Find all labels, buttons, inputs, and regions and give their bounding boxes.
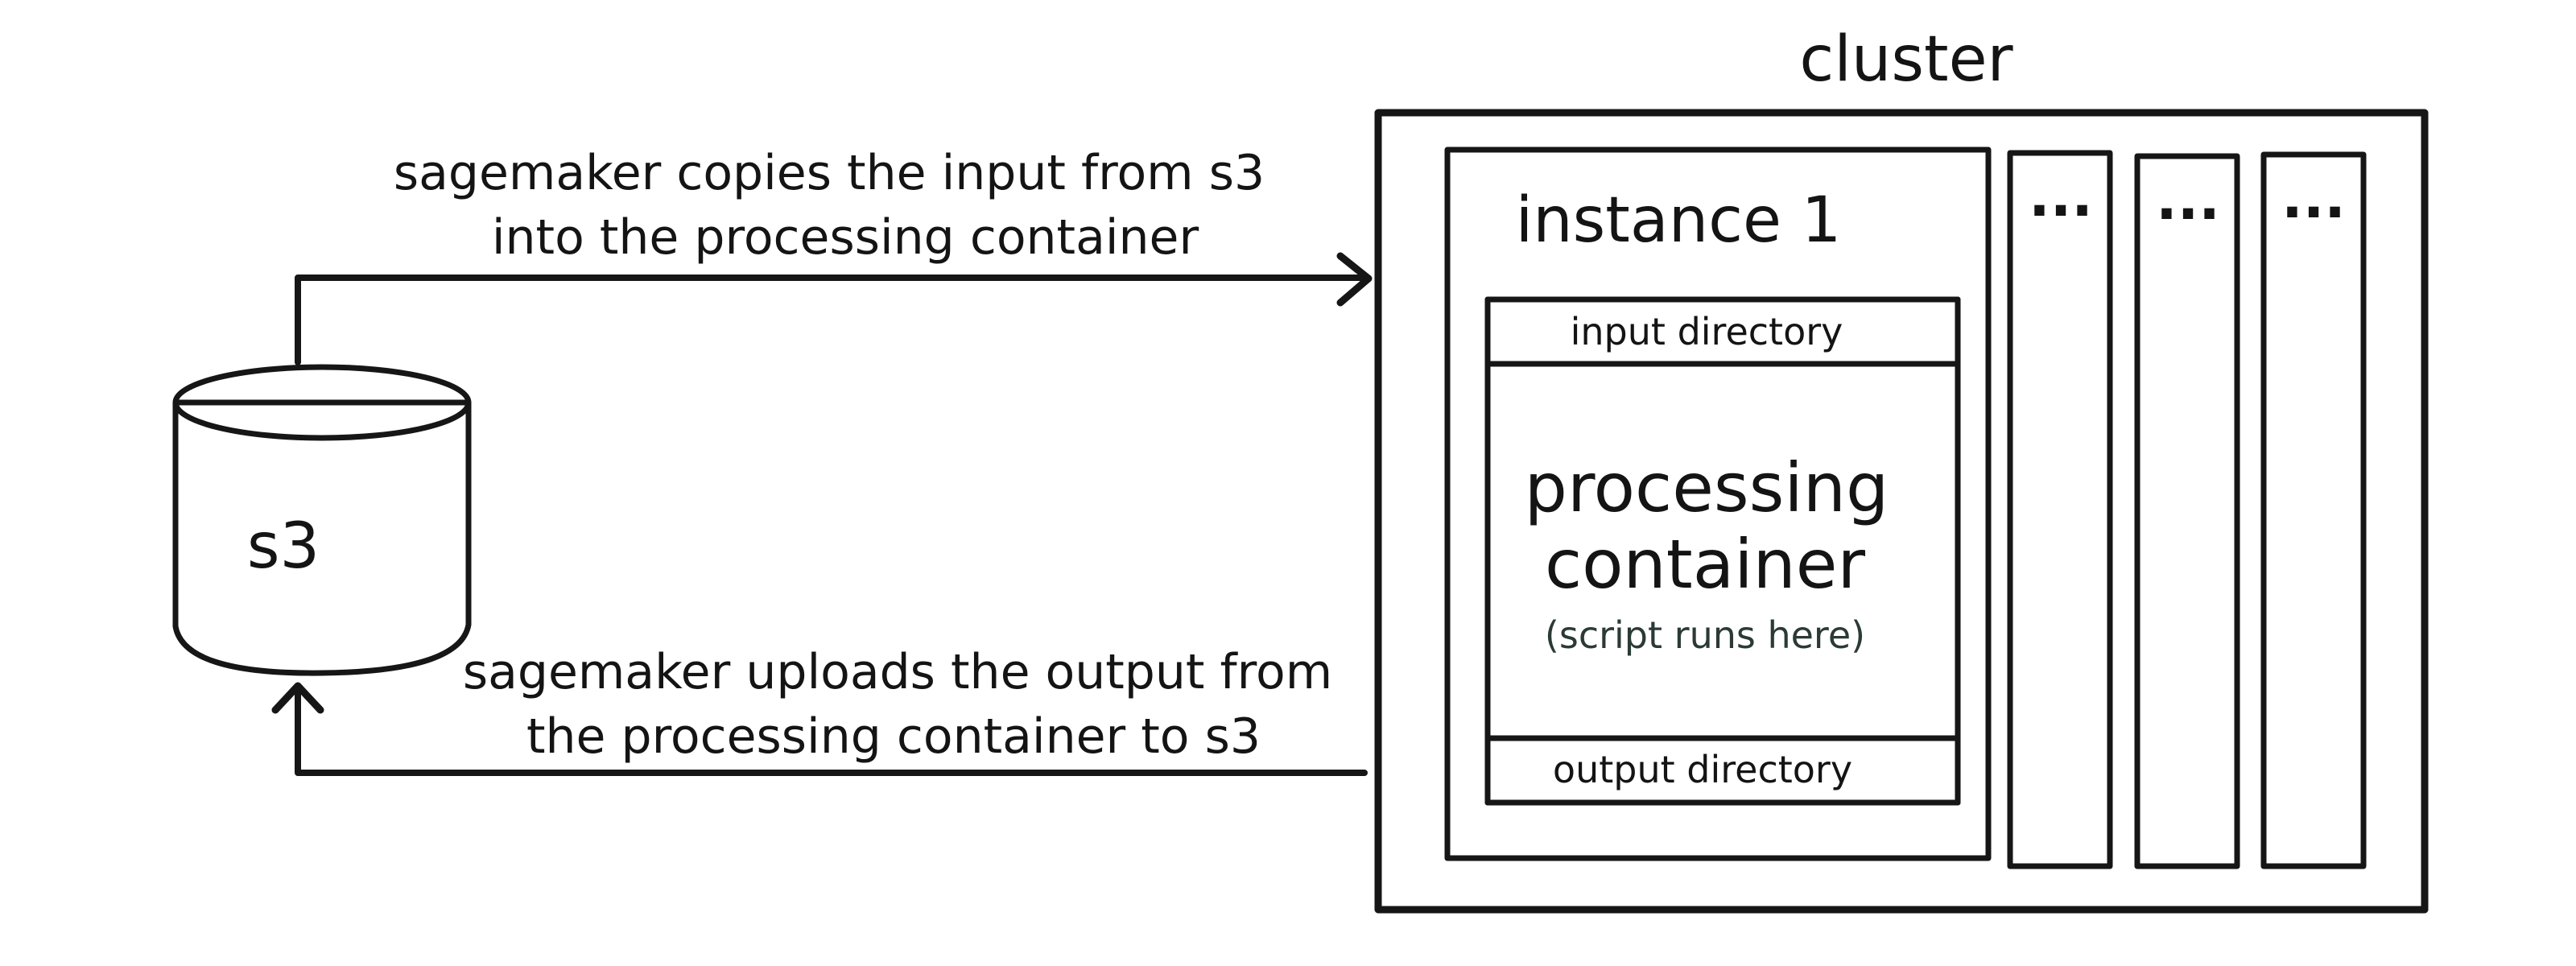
output-caption-line2: the processing container to s3	[526, 708, 1261, 765]
instance-4: ...	[2260, 151, 2367, 869]
instance-4-box	[2260, 151, 2367, 869]
output-arrow-line	[295, 689, 1368, 776]
output-arrowhead	[271, 682, 324, 714]
cluster-label: cluster	[1799, 23, 2013, 96]
processing-container-title-line2: container	[1545, 525, 1865, 604]
processing-container-note: (script runs here)	[1545, 613, 1865, 657]
input-arrow-line	[295, 275, 1364, 365]
cluster: cluster instance 1 input directory proce…	[1374, 23, 2429, 914]
output-directory-label: output directory	[1553, 748, 1852, 791]
instance-1-label: instance 1	[1516, 184, 1842, 257]
input-caption-line1: sagemaker copies the input from s3	[394, 145, 1265, 201]
s3-cylinder-top	[172, 364, 472, 441]
instance-1-box	[1444, 147, 1992, 861]
s3-label: s3	[247, 510, 320, 583]
processing-container: input directory processing container (sc…	[1484, 296, 1961, 806]
input-arrowhead	[1336, 252, 1373, 307]
input-caption-line2: into the processing container	[492, 209, 1199, 266]
input-directory-label: input directory	[1571, 310, 1843, 353]
s3-bucket: s3	[172, 364, 472, 676]
input-arrow: sagemaker copies the input from s3 into …	[295, 145, 1373, 365]
processing-container-title-line1: processing	[1525, 448, 1889, 527]
instance-2-ellipsis: ...	[2029, 163, 2093, 229]
instance-2-box	[2007, 150, 2113, 869]
output-arrow: sagemaker uploads the output from the pr…	[271, 644, 1368, 776]
instance-3-box	[2134, 153, 2240, 869]
s3-cylinder-body	[172, 399, 472, 676]
output-directory-bar	[1484, 735, 1961, 806]
instance-1: instance 1 input directory processing co…	[1444, 147, 1992, 861]
input-directory-bar	[1484, 296, 1961, 367]
instance-3: ...	[2134, 153, 2240, 869]
output-caption-line1: sagemaker uploads the output from	[463, 644, 1332, 700]
instance-3-ellipsis: ...	[2156, 167, 2220, 233]
cluster-box	[1374, 109, 2429, 914]
instance-2: ...	[2007, 150, 2113, 869]
instance-4-ellipsis: ...	[2281, 165, 2346, 231]
